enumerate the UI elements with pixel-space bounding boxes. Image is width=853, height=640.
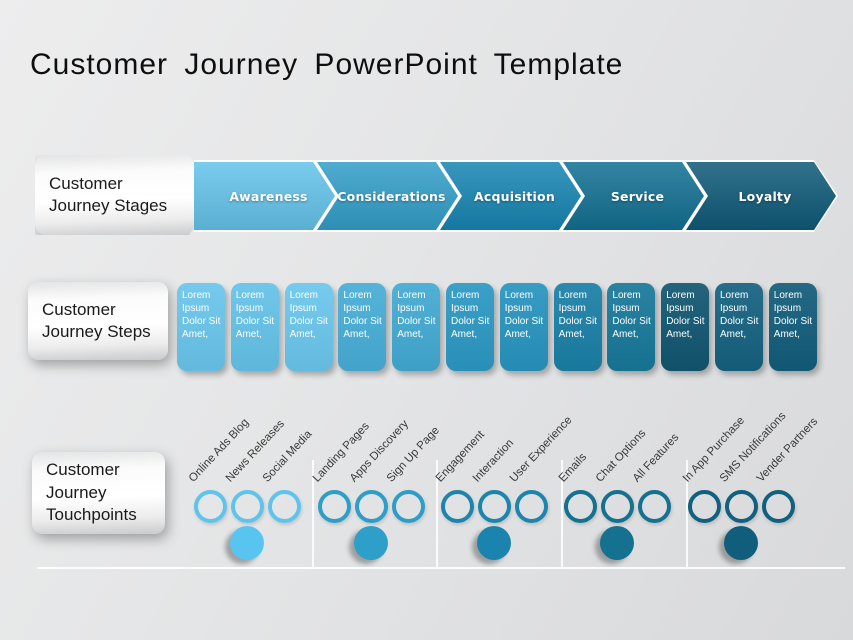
touchpoint-circle-sms-notifications — [724, 490, 758, 523]
touchpoint-circle-online-ads-blog — [193, 490, 227, 523]
stage-chevron-loyalty: Loyalty — [686, 162, 836, 230]
touchpoint-filled-marker — [600, 526, 634, 560]
touchpoint-circle-news-releases — [230, 490, 264, 523]
step-card: Lorem Ipsum Dolor Sit Amet, — [715, 283, 763, 371]
stage-chevron-label: Loyalty — [738, 188, 792, 204]
step-card-text: Lorem Ipsum Dolor Sit Amet, — [558, 290, 597, 340]
step-card: Lorem Ipsum Dolor Sit Amet, — [392, 283, 441, 371]
touchpoint-circle-all-features — [637, 490, 671, 523]
touchpoint-circle-engagement — [440, 490, 474, 523]
touchpoint-circle-in-app-purchase — [687, 490, 721, 523]
touchpoints-group-divider — [436, 460, 438, 568]
touchpoint-circle-interaction — [477, 490, 511, 523]
touchpoints-row-label-text: Customer Journey Touchpoints — [46, 460, 137, 525]
step-card-text: Lorem Ipsum Dolor Sit Amet, — [397, 290, 436, 340]
stage-chevron-considerations: Considerations — [317, 162, 458, 230]
touchpoint-circle-chat-options — [600, 490, 634, 523]
touchpoints-group-divider — [686, 460, 688, 568]
touchpoint-circle-sign-up-page — [391, 490, 425, 523]
touchpoint-filled-marker — [477, 526, 511, 560]
step-card-text: Lorem Ipsum Dolor Sit Amet, — [504, 290, 544, 340]
slide-title: Customer Journey PowerPoint Template — [30, 48, 624, 81]
step-card-text: Lorem Ipsum Dolor Sit Amet, — [343, 290, 382, 340]
stage-chevron-acquisition: Acquisition — [440, 162, 581, 230]
steps-row-label-text: Customer Journey Steps — [42, 299, 151, 341]
step-card: Lorem Ipsum Dolor Sit Amet, — [553, 283, 602, 371]
stages-row-label: Customer Journey Stages — [35, 155, 215, 235]
stage-chevron-label: Service — [610, 188, 665, 204]
stage-chevron-label: Considerations — [337, 188, 446, 204]
step-card: Lorem Ipsum Dolor Sit Amet, — [446, 283, 494, 371]
step-card-text: Lorem Ipsum Dolor Sit Amet, — [289, 290, 328, 340]
touchpoints-group-divider — [312, 460, 314, 568]
touchpoints-baseline — [37, 567, 845, 569]
touchpoint-circle-apps-discovery — [354, 490, 388, 523]
touchpoint-label-in-app-purchase: In App Purchase — [680, 414, 748, 485]
step-card-text: Lorem Ipsum Dolor Sit Amet, — [773, 290, 813, 340]
touchpoint-filled-marker — [354, 526, 388, 560]
steps-row-label: Customer Journey Steps — [28, 282, 168, 360]
step-card-text: Lorem Ipsum Dolor Sit Amet, — [182, 290, 221, 340]
touchpoint-circle-user-experience — [514, 490, 548, 523]
step-card: Lorem Ipsum Dolor Sit Amet, — [284, 283, 333, 371]
touchpoint-circle-vender-partners — [761, 490, 795, 523]
stage-chevron-awareness: Awareness — [194, 162, 335, 230]
stage-chevron-service: Service — [563, 162, 704, 230]
touchpoint-filled-marker — [724, 526, 758, 560]
stages-row-label-text: Customer Journey Stages — [49, 173, 168, 215]
step-card-text: Lorem Ipsum Dolor Sit Amet, — [235, 290, 275, 340]
touchpoint-circle-emails — [563, 490, 597, 523]
step-card-text: Lorem Ipsum Dolor Sit Amet, — [666, 290, 705, 340]
step-card: Lorem Ipsum Dolor Sit Amet, — [768, 283, 817, 371]
touchpoints-group-divider — [561, 460, 563, 568]
step-card: Lorem Ipsum Dolor Sit Amet, — [177, 283, 225, 371]
touchpoints-row-label: Customer Journey Touchpoints — [32, 452, 165, 534]
stage-chevron-label: Awareness — [229, 188, 308, 204]
touchpoint-label-sms-notifications: SMS Notifications — [717, 410, 789, 485]
step-card: Lorem Ipsum Dolor Sit Amet, — [661, 283, 710, 371]
step-card-text: Lorem Ipsum Dolor Sit Amet, — [612, 290, 651, 340]
step-card-text: Lorem Ipsum Dolor Sit Amet, — [451, 290, 490, 340]
step-card: Lorem Ipsum Dolor Sit Amet, — [499, 283, 548, 371]
stage-chevron-label: Acquisition — [474, 188, 555, 204]
step-card-text: Lorem Ipsum Dolor Sit Amet, — [720, 290, 759, 340]
touchpoint-circle-social-media — [267, 490, 301, 523]
touchpoint-circle-landing-pages — [317, 490, 351, 523]
stages-arrow-strip: Awareness Considerations Acquisition Servic… — [194, 160, 838, 232]
step-card: Lorem Ipsum Dolor Sit Amet, — [607, 283, 656, 371]
step-card: Lorem Ipsum Dolor Sit Amet, — [230, 283, 279, 371]
step-card: Lorem Ipsum Dolor Sit Amet, — [338, 283, 387, 371]
touchpoint-filled-marker — [230, 526, 264, 560]
